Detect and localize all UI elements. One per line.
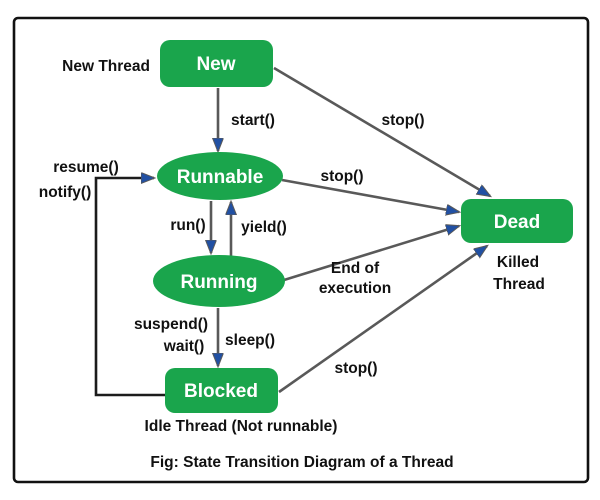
state-runnable-label: Runnable	[177, 167, 264, 188]
idle-thread-annotation: Idle Thread (Not runnable)	[145, 418, 338, 435]
edge-label-resume: resume()	[53, 159, 118, 176]
edge-label-end-of-execution-line1: End of	[331, 260, 380, 277]
state-new	[160, 40, 273, 87]
edge-blocked-to-dead	[278, 246, 487, 394]
edge-label-wait: wait()	[163, 338, 204, 355]
killed-thread-annotation-line2: Thread	[493, 276, 545, 293]
diagram-border	[12, 16, 590, 484]
killed-thread-annotation-line1: Killed	[497, 254, 539, 271]
state-blocked	[165, 368, 278, 413]
edge-label-sleep: sleep()	[225, 332, 275, 349]
edge-label-run: run()	[170, 217, 205, 234]
edge-label-start: start()	[231, 112, 275, 129]
edge-label-stop-new: stop()	[381, 112, 424, 129]
edge-label-notify: notify()	[39, 184, 92, 201]
state-new-label: New	[196, 54, 235, 75]
state-blocked-label: Blocked	[184, 381, 258, 402]
edge-label-yield: yield()	[241, 219, 287, 236]
figure-caption: Fig: State Transition Diagram of a Threa…	[150, 454, 453, 471]
edge-label-stop-runnable: stop()	[320, 168, 363, 185]
state-runnable	[157, 152, 283, 200]
edge-runnable-to-dead	[281, 178, 459, 212]
edge-label-end-of-execution-line2: execution	[319, 280, 391, 297]
edge-running-to-dead	[283, 226, 459, 282]
state-running-label: Running	[180, 272, 257, 293]
edge-label-stop-blocked: stop()	[334, 360, 377, 377]
state-dead	[461, 199, 573, 243]
edge-label-suspend: suspend()	[134, 316, 208, 333]
state-running	[153, 255, 285, 307]
edge-new-to-dead	[273, 66, 490, 196]
edge-blocked-to-runnable-loop	[94, 178, 165, 397]
new-thread-annotation: New Thread	[62, 58, 150, 75]
state-dead-label: Dead	[494, 212, 540, 233]
